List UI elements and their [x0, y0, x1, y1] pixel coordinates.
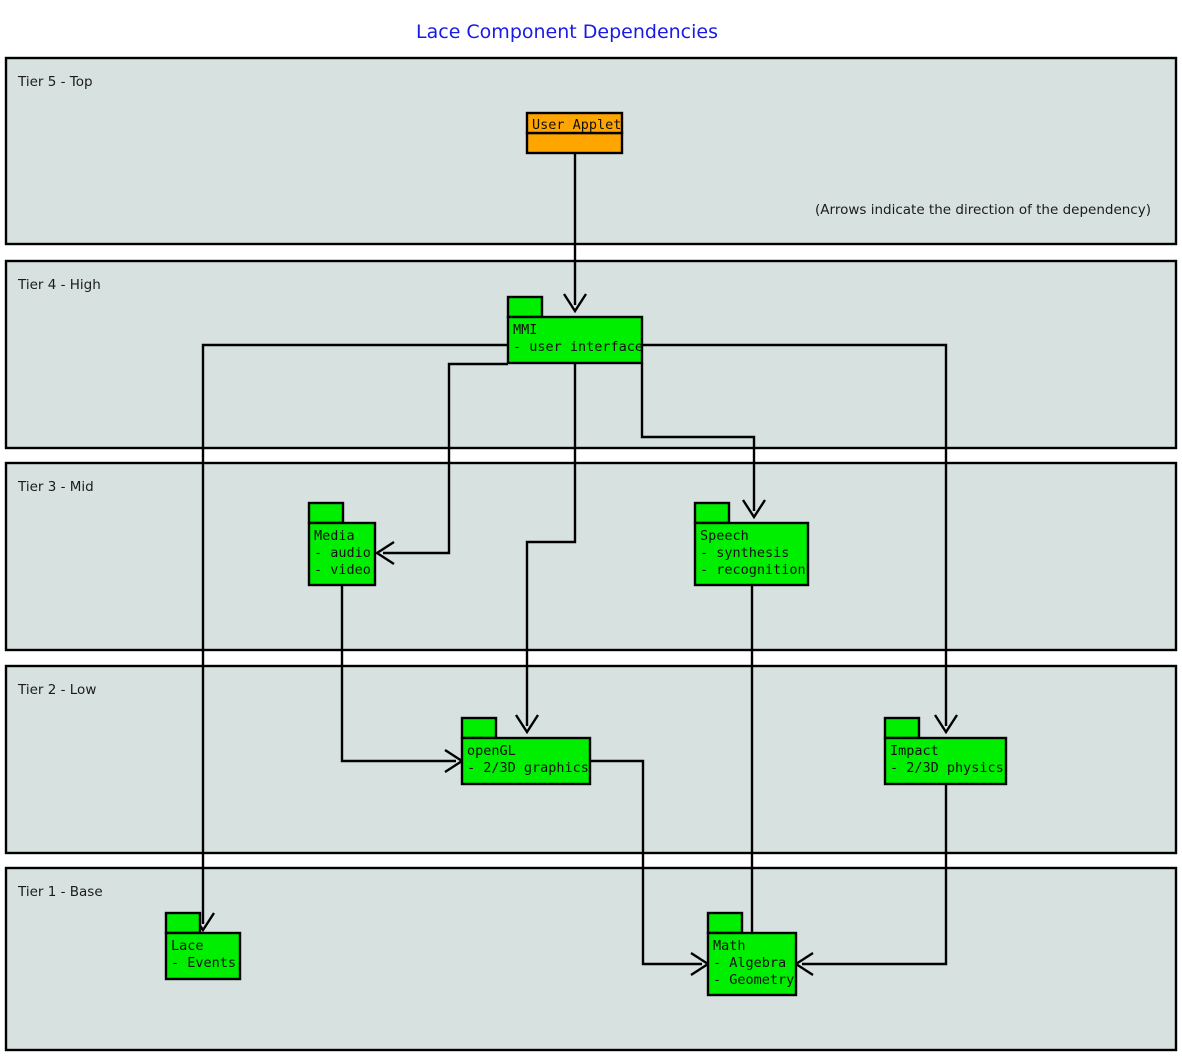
node-label-line: - video: [314, 562, 371, 578]
edge-line: [201, 343, 508, 924]
edge-arrowhead-icon: [933, 714, 959, 735]
tier-rect: [4, 259, 1178, 450]
node-impact[interactable]: Impact- 2/3D physics: [883, 716, 1008, 786]
edge-line: [340, 585, 456, 763]
tier-label-tier1: Tier 1 - Base: [17, 884, 103, 900]
edge-user-applet-to-mmi: [562, 153, 588, 314]
node-label-line: User Applet: [532, 117, 621, 133]
tier-label-tier2: Tier 2 - Low: [17, 682, 96, 698]
node-label-line: openGL: [467, 743, 516, 759]
edge-arrowhead-icon: [562, 293, 588, 314]
node-tab[interactable]: [506, 295, 544, 319]
node-tab[interactable]: [883, 716, 921, 740]
node-label-line: - user interface: [513, 339, 643, 355]
node-tab[interactable]: [460, 716, 498, 740]
node-label-line: Media: [314, 528, 355, 544]
node-math[interactable]: Math- Algebra- Geometry: [706, 911, 798, 997]
node-tab[interactable]: [525, 111, 624, 135]
tier-rect: [4, 461, 1178, 652]
tier-label-tier4: Tier 4 - High: [17, 277, 101, 293]
node-mmi[interactable]: MMI- user interface: [506, 295, 644, 365]
node-body[interactable]: [706, 931, 798, 997]
node-body[interactable]: [693, 521, 810, 587]
node-lace[interactable]: Lace- Events: [164, 911, 242, 981]
edge-line: [383, 362, 508, 555]
edge-mmi-to-speech: [640, 363, 767, 520]
node-label-line: Math: [713, 938, 746, 954]
tier-label-tier5: Tier 5 - Top: [17, 74, 93, 90]
node-label-line: - Events: [171, 955, 236, 971]
node-opengl[interactable]: openGL- 2/3D graphics: [460, 716, 592, 786]
node-body[interactable]: [307, 521, 377, 587]
node-body[interactable]: [506, 315, 644, 365]
edge-arrowhead-icon: [514, 714, 540, 735]
node-body[interactable]: [460, 736, 592, 786]
node-label-line: MMI: [513, 322, 537, 338]
node-body[interactable]: [525, 131, 624, 155]
node-label-line: Lace: [171, 938, 204, 954]
edge-mmi-to-impact: [642, 343, 959, 735]
node-label-line: Impact: [890, 743, 939, 759]
edge-line: [590, 759, 702, 966]
node-label-line: - 2/3D graphics: [467, 760, 589, 776]
node-label-line: - Algebra: [713, 955, 786, 971]
edge-mmi-to-media: [374, 362, 508, 566]
tier-band-tier4: Tier 4 - High: [4, 259, 1178, 450]
node-label-line: - 2/3D physics: [890, 760, 1004, 776]
edge-line: [642, 343, 948, 726]
node-label-line: - audio: [314, 545, 371, 561]
node-tab[interactable]: [693, 501, 731, 525]
node-tab[interactable]: [307, 501, 345, 525]
node-speech[interactable]: Speech- synthesis- recognition: [693, 501, 810, 587]
node-body[interactable]: [164, 931, 242, 981]
edge-mmi-to-opengl: [514, 363, 577, 735]
node-label-line: - synthesis: [700, 545, 789, 561]
legend-note: (Arrows indicate the direction of the de…: [815, 202, 1151, 218]
node-label-line: - Geometry: [713, 972, 794, 988]
tier-band-tier3: Tier 3 - Mid: [4, 461, 1178, 652]
page-title: Lace Component Dependencies: [416, 21, 718, 43]
tier-label-tier3: Tier 3 - Mid: [17, 479, 94, 495]
edge-line: [525, 363, 577, 726]
node-media[interactable]: Media- audio- video: [307, 501, 377, 587]
node-label-line: Speech: [700, 528, 749, 544]
edge-line: [802, 784, 948, 966]
edge-arrowhead-icon: [741, 499, 767, 520]
node-user-applet[interactable]: User Applet: [525, 111, 624, 155]
edge-arrowhead-icon: [374, 540, 395, 566]
node-tab[interactable]: [164, 911, 202, 935]
edge-line: [640, 363, 756, 511]
node-label-line: - recognition: [700, 562, 806, 578]
node-body[interactable]: [883, 736, 1008, 786]
node-tab[interactable]: [706, 911, 744, 935]
